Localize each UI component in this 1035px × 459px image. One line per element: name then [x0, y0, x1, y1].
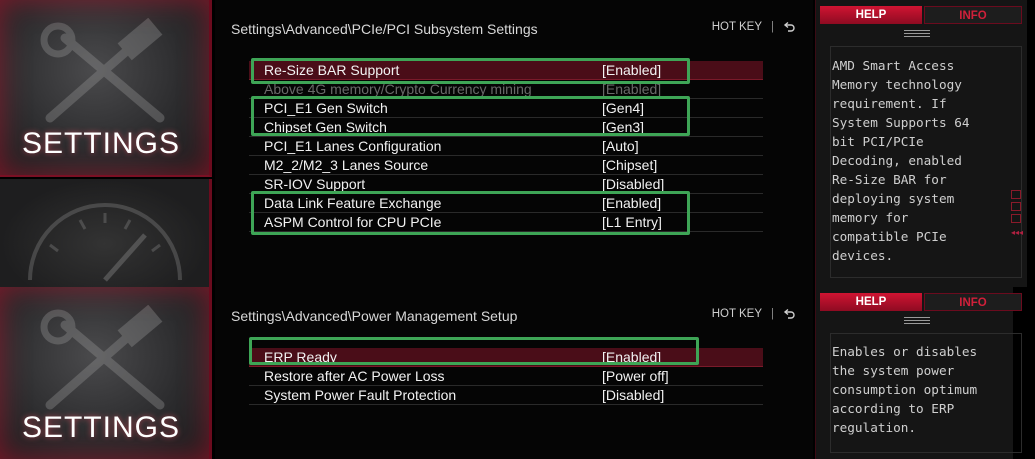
help-text: AMD Smart Access Memory technology requi… — [832, 58, 970, 263]
setting-resize-bar[interactable]: Re-Size BAR Support [Enabled] — [249, 61, 763, 80]
help-tabs: HELP INFO — [816, 6, 1028, 24]
setting-label: Data Link Feature Exchange — [264, 195, 442, 211]
setting-label: System Power Fault Protection — [264, 387, 457, 403]
hotkey-label[interactable]: HOT KEY — [711, 21, 762, 33]
collapse-arrow-icon[interactable]: ◂◂◂ — [1010, 228, 1023, 237]
help-panel: HELP INFO Enables or disables the system… — [815, 287, 1022, 459]
setting-m2-lanes-source[interactable]: M2_2/M2_3 Lanes Source [Chipset] — [249, 156, 763, 175]
setting-label: ASPM Control for CPU PCIe — [264, 214, 442, 230]
setting-value[interactable]: [Auto] — [602, 138, 639, 154]
settings-list: Re-Size BAR Support [Enabled] Above 4G m… — [249, 61, 763, 232]
scroll-markers[interactable] — [1011, 190, 1023, 226]
setting-label: ERP Ready — [264, 349, 337, 365]
breadcrumb: Settings\Advanced\Power Management Setup — [231, 308, 518, 324]
setting-label: SR-IOV Support — [264, 176, 366, 192]
setting-pci-e1-gen-switch[interactable]: PCI_E1 Gen Switch [Gen4] — [249, 99, 763, 118]
setting-label: Chipset Gen Switch — [264, 119, 387, 135]
hotkey-separator: | — [771, 308, 774, 320]
settings-tile-label: SETTINGS — [22, 127, 181, 160]
settings-tile[interactable]: SETTINGS — [0, 287, 212, 459]
setting-aspm-cpu-pcie[interactable]: ASPM Control for CPU PCIe [L1 Entry] — [249, 213, 763, 232]
gauge-icon — [28, 203, 182, 282]
settings-tile-label: SETTINGS — [22, 411, 181, 444]
setting-chipset-gen-switch[interactable]: Chipset Gen Switch [Gen3] — [249, 118, 763, 137]
setting-value[interactable]: [Disabled] — [602, 387, 665, 403]
power-management-panel: SETTINGS Settings\Advanced\Power Managem… — [0, 287, 1035, 459]
setting-restore-ac-loss[interactable]: Restore after AC Power Loss [Power off] — [249, 367, 763, 386]
setting-value[interactable]: [Chipset] — [602, 157, 658, 173]
setting-label: Above 4G memory/Crypto Currency mining — [264, 81, 532, 97]
hotkey-bar: HOT KEY | — [712, 21, 795, 33]
tools-icon — [40, 18, 165, 123]
help-text: Enables or disables the system power con… — [832, 344, 978, 435]
setting-value[interactable]: [L1 Entry] — [602, 214, 662, 230]
setting-pci-e1-lanes[interactable]: PCI_E1 Lanes Configuration [Auto] — [249, 137, 763, 156]
setting-value[interactable]: [Power off] — [602, 368, 669, 384]
settings-list: ERP Ready [Enabled] Restore after AC Pow… — [249, 348, 763, 405]
setting-value[interactable]: [Disabled] — [602, 176, 665, 192]
hotkey-bar: HOT KEY | — [712, 308, 795, 320]
help-tabs: HELP INFO — [816, 293, 1028, 311]
setting-value[interactable]: [Enabled] — [602, 195, 662, 211]
setting-value[interactable]: [Enabled] — [602, 349, 662, 365]
setting-label: Re-Size BAR Support — [264, 62, 400, 78]
settings-tile[interactable]: SETTINGS — [0, 0, 212, 177]
setting-value[interactable]: [Gen4] — [602, 100, 645, 116]
tab-info[interactable]: INFO — [924, 6, 1022, 24]
setting-label: PCI_E1 Gen Switch — [264, 100, 388, 116]
setting-label: Restore after AC Power Loss — [264, 368, 445, 384]
help-panel: HELP INFO AMD Smart Access Memory techno… — [815, 0, 1027, 287]
setting-value: [Enabled] — [602, 81, 662, 97]
tab-help[interactable]: HELP — [820, 6, 922, 24]
setting-data-link-feature[interactable]: Data Link Feature Exchange [Enabled] — [249, 194, 763, 213]
hotkey-label[interactable]: HOT KEY — [711, 308, 762, 320]
hotkey-separator: | — [771, 21, 774, 33]
settings-content: Settings\Advanced\PCIe/PCI Subsystem Set… — [215, 0, 813, 287]
back-arrow-icon[interactable] — [783, 308, 795, 320]
breadcrumb: Settings\Advanced\PCIe/PCI Subsystem Set… — [231, 21, 538, 37]
setting-label: PCI_E1 Lanes Configuration — [264, 138, 442, 154]
grip-icon[interactable] — [904, 317, 930, 327]
back-arrow-icon[interactable] — [783, 21, 795, 33]
setting-sr-iov[interactable]: SR-IOV Support [Disabled] — [249, 175, 763, 194]
pcie-settings-panel: SETTINGS Settings\Advanced\PCIe/PCI Subs… — [0, 0, 1027, 287]
setting-value[interactable]: [Enabled] — [602, 62, 662, 78]
grip-icon[interactable] — [904, 30, 930, 40]
tools-icon — [40, 305, 165, 410]
setting-above-4g: Above 4G memory/Crypto Currency mining [… — [249, 80, 763, 99]
setting-erp-ready[interactable]: ERP Ready [Enabled] — [249, 348, 763, 367]
tab-help[interactable]: HELP — [820, 293, 922, 311]
oc-tile[interactable] — [0, 179, 212, 287]
setting-value[interactable]: [Gen3] — [602, 119, 645, 135]
settings-content: Settings\Advanced\Power Management Setup… — [215, 287, 813, 459]
setting-power-fault-protection[interactable]: System Power Fault Protection [Disabled] — [249, 386, 763, 405]
setting-label: M2_2/M2_3 Lanes Source — [264, 157, 429, 173]
tab-info[interactable]: INFO — [924, 293, 1022, 311]
